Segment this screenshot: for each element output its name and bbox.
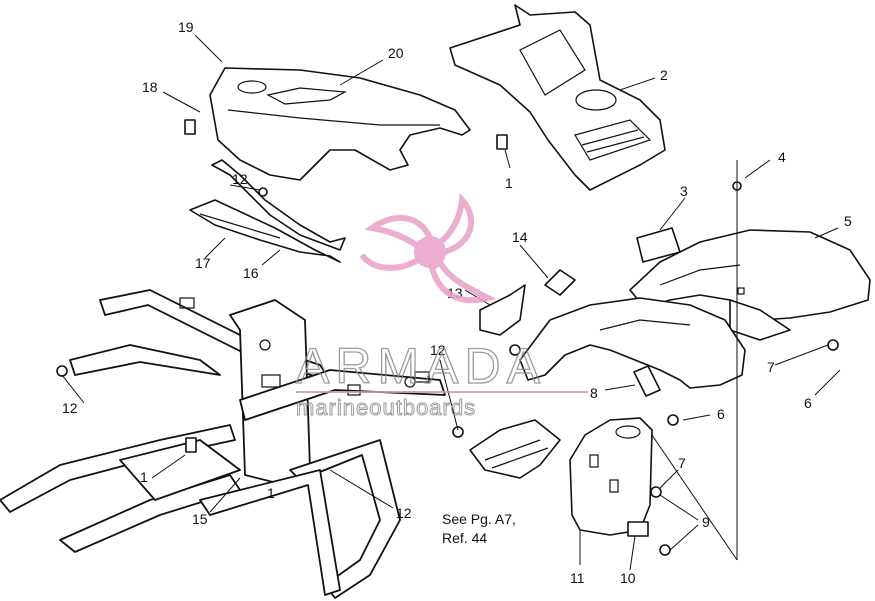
callout-1-top: 1 [505, 175, 513, 191]
watermark: ARMADA marineoutboards [295, 192, 588, 421]
note-line-2: Ref. 44 [442, 530, 487, 546]
callout-16: 16 [243, 265, 259, 281]
callout-19: 19 [178, 19, 194, 35]
propeller-logo-icon [359, 192, 497, 304]
bracket-part-10 [627, 521, 649, 537]
callout-12-left: 12 [62, 400, 78, 416]
callout-5: 5 [844, 213, 852, 229]
decals [479, 227, 681, 336]
footrest-assembly [469, 419, 561, 479]
lower-fascia-part-17 [189, 159, 346, 263]
main-frame [0, 289, 446, 599]
callout-8: 8 [590, 385, 598, 401]
callout-12-mid: 12 [430, 342, 446, 358]
callout-20: 20 [388, 45, 404, 61]
note-line-1: See Pg. A7, [442, 511, 516, 527]
callout-12-upper: 12 [232, 171, 248, 187]
callout-6-mid: 6 [717, 406, 725, 422]
callout-7-lower: 7 [678, 455, 686, 471]
callout-15: 15 [192, 511, 208, 527]
callout-3: 3 [680, 183, 688, 199]
front-fender-part-8 [519, 297, 746, 397]
console-cover-part-2 [449, 4, 666, 191]
callout-7-right: 7 [767, 359, 775, 375]
callout-4: 4 [778, 149, 786, 165]
mud-guard-part-11 [569, 417, 653, 536]
rear-fender-part-5 [629, 229, 871, 341]
reference-note: See Pg. A7, Ref. 44 [442, 511, 516, 546]
callout-14: 14 [512, 229, 528, 245]
callout-1-center: 1 [267, 485, 275, 501]
watermark-subtitle: marineoutboards [296, 395, 476, 420]
callout-9: 9 [702, 514, 710, 530]
callout-18: 18 [142, 79, 158, 95]
callout-10: 10 [620, 570, 636, 586]
callouts: 19 20 2 18 1 4 3 5 12 14 13 17 16 12 7 6… [62, 19, 852, 586]
decal-part-13 [479, 284, 526, 336]
callout-1-left: 1 [140, 469, 148, 485]
watermark-word: ARMADA [296, 338, 546, 394]
callout-6-right: 6 [804, 395, 812, 411]
front-hood-part-20 [209, 67, 471, 181]
callout-17: 17 [195, 255, 211, 271]
fasteners [56, 119, 839, 556]
callout-2: 2 [660, 67, 668, 83]
decal-part-14 [544, 269, 576, 296]
callout-11: 11 [570, 570, 585, 586]
callout-12-lower: 12 [396, 505, 412, 521]
decal-part-3 [636, 227, 681, 263]
